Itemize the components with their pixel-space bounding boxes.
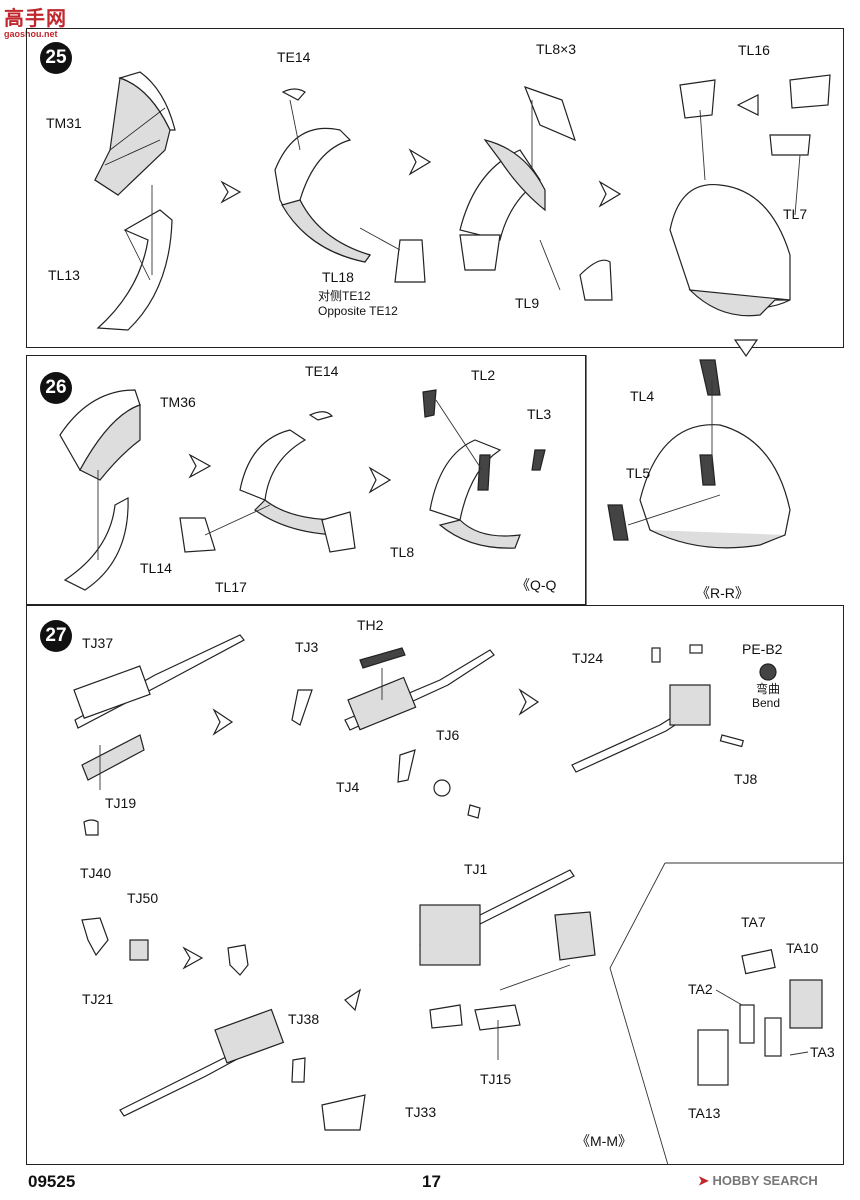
label-pe-b2: PE-B2 <box>742 641 783 657</box>
label-tl13: TL13 <box>48 267 80 283</box>
label-tl18-note-cn: 对侧TE12 <box>318 289 371 303</box>
label-tl3: TL3 <box>527 406 552 422</box>
label-ta13: TA13 <box>688 1105 721 1121</box>
step27-gun-c <box>119 944 366 1131</box>
label-tj8: TJ8 <box>734 771 758 787</box>
step-27-number: 27 <box>40 620 72 652</box>
label-tj6: TJ6 <box>436 727 460 743</box>
step-26-number: 26 <box>40 372 72 404</box>
label-tl7: TL7 <box>783 206 808 222</box>
tj50-part <box>129 939 149 961</box>
label-bend-en: Bend <box>752 696 781 710</box>
label-tj50: TJ50 <box>127 890 159 906</box>
label-tj3: TJ3 <box>295 639 319 655</box>
label-tl2: TL2 <box>471 367 496 383</box>
label-qq-view: 《Q-Q <box>516 577 557 593</box>
label-tl16: TL16 <box>738 42 770 58</box>
label-tl17: TL17 <box>215 579 247 595</box>
tl14-part <box>63 470 129 591</box>
label-tl18-note-en: Opposite TE12 <box>318 304 398 318</box>
label-ta2: TA2 <box>688 981 713 997</box>
ta-parts <box>697 949 823 1086</box>
step26-assembly-rr <box>607 359 791 549</box>
label-tj37: TJ37 <box>82 635 114 651</box>
label-tj4: TJ4 <box>336 779 360 795</box>
step27-gun-mm <box>419 869 596 1060</box>
label-ta3: TA3 <box>810 1044 835 1060</box>
tm31-part <box>94 71 176 196</box>
label-tj21: TJ21 <box>82 991 114 1007</box>
step-25-frame <box>26 28 844 348</box>
step25-assembly-b <box>459 85 613 301</box>
step-27-frame <box>26 605 844 1165</box>
label-tj38: TJ38 <box>288 1011 320 1027</box>
label-tl14: TL14 <box>140 560 172 576</box>
step-25-number: 25 <box>40 42 72 74</box>
watermark-text: 高手网 <box>4 8 67 30</box>
brand-text: HOBBY SEARCH <box>712 1173 818 1188</box>
label-tj40: TJ40 <box>80 865 112 881</box>
label-tj19: TJ19 <box>105 795 137 811</box>
brand-icon: ➤ <box>698 1173 709 1188</box>
tm36-part <box>59 389 141 481</box>
label-tl18: TL18 <box>322 269 354 285</box>
step25-assembly-c <box>669 74 831 317</box>
step26-assembly-b <box>422 389 546 549</box>
label-th2: TH2 <box>357 617 384 633</box>
label-tl4: TL4 <box>630 388 655 404</box>
step27-gun-b <box>571 644 777 773</box>
label-tl9: TL9 <box>515 295 540 311</box>
step26-assembly-a <box>179 411 356 553</box>
tj40-part <box>83 819 99 836</box>
label-tj15: TJ15 <box>480 1071 512 1087</box>
tj21-part <box>81 917 109 957</box>
page-number: 17 <box>422 1172 441 1191</box>
label-tj24: TJ24 <box>572 650 604 666</box>
step27-gun-a <box>291 647 495 819</box>
label-mm-view: 《M-M》 <box>576 1133 632 1149</box>
watermark-subtext: gaoshou.net <box>4 29 58 39</box>
site-watermark: 高手网 gaoshou.net <box>4 2 67 39</box>
label-tm31: TM31 <box>46 115 82 131</box>
label-ta7: TA7 <box>741 914 766 930</box>
label-tj33: TJ33 <box>405 1104 437 1120</box>
label-te14: TE14 <box>277 49 311 65</box>
tl13-part <box>96 185 173 331</box>
label-rr-view: 《R-R》 <box>696 585 749 601</box>
kit-number: 09525 <box>28 1172 76 1191</box>
label-tl5: TL5 <box>626 465 651 481</box>
step25-assembly-a <box>274 88 426 283</box>
label-te14-26: TE14 <box>305 363 339 379</box>
tj37-part <box>73 634 245 790</box>
label-tl8x3: TL8×3 <box>536 41 577 57</box>
label-tj1: TJ1 <box>464 861 488 877</box>
label-bend-cn: 弯曲 <box>756 682 781 696</box>
label-ta10: TA10 <box>786 940 819 956</box>
brand-watermark: ➤ HOBBY SEARCH <box>698 1174 818 1187</box>
label-tm36: TM36 <box>160 394 196 410</box>
label-tl8: TL8 <box>390 544 415 560</box>
